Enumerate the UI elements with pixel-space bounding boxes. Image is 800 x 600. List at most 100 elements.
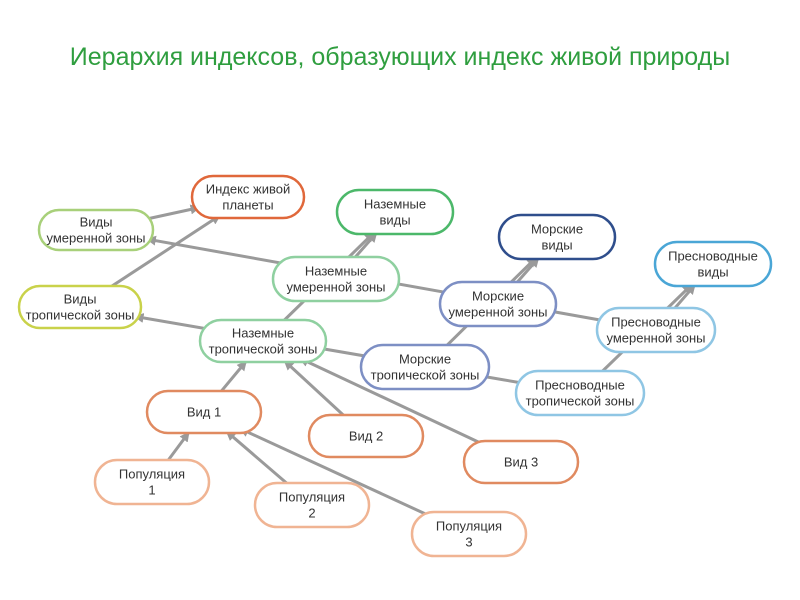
node-label-line: 3 [465,535,472,550]
node-label-line: Пресноводные [611,315,701,330]
node-label-line: Популяция [436,519,502,534]
arrow-species-3-to-terrestrial-tropical [298,356,487,447]
node-border [93,458,211,506]
node-label-line: Популяция [119,467,185,482]
node-label-line: умеренной зоны [606,331,705,346]
node-label-line: умеренной зоны [286,280,385,295]
node-border [653,240,773,288]
node-border [145,389,263,435]
node-label-line: 2 [308,506,315,521]
node-border [410,510,528,558]
node-label-line: Морские [472,289,524,304]
node-border [198,318,328,364]
arrow-terrestrial-temperate-to-terrestrial-species [353,231,378,259]
node-label-line: Наземные [305,264,367,279]
node-border [514,369,646,417]
node-species-3: Вид 3 [462,439,580,485]
arrow-species-tropical-to-index-living-planet [107,213,222,290]
node-label-line: виды [697,265,728,280]
node-label-line: 1 [148,483,155,498]
node-label-line: тропической зоны [526,394,635,409]
node-label-line: Индекс живой [206,182,291,197]
node-species-1: Вид 1 [145,389,263,435]
arrow-population-2-to-species-1 [225,430,290,487]
node-label-line: Вид 2 [349,429,383,444]
node-label-line: виды [541,238,572,253]
node-label-line: Виды [64,292,97,307]
node-border [37,208,155,252]
node-label-line: Виды [80,215,113,230]
node-label-line: Пресноводные [535,378,625,393]
node-label: Вид 2 [349,429,383,444]
node-label-line: Наземные [364,197,426,212]
node-border [17,284,143,330]
node-border [595,306,717,354]
node-border [190,174,306,220]
node-border [253,481,371,529]
arrow-species-temperate-to-index-living-planet [144,204,201,221]
node-label-line: планеты [222,198,273,213]
node-label: Вид 3 [504,455,538,470]
arrow-species-1-to-terrestrial-tropical [219,360,248,393]
arrow-species-2-to-terrestrial-tropical [283,359,346,418]
node-border [307,413,425,459]
node-label: Вид 1 [187,405,221,420]
node-label-line: умеренной зоны [46,231,145,246]
node-border [462,439,580,485]
node-label-line: умеренной зоны [448,305,547,320]
node-label-line: тропической зоны [209,342,318,357]
arrow-marine-temperate-to-marine-species [515,256,540,285]
node-border [271,255,401,303]
node-species-2: Вид 2 [307,413,425,459]
node-border [359,343,491,391]
node-label-line: Вид 1 [187,405,221,420]
node-border [438,280,558,328]
diagram-title: Иерархия индексов, образующих индекс жив… [69,43,731,71]
arrow-population-1-to-species-1 [166,431,191,462]
node-label-line: виды [379,213,410,228]
node-label-line: Наземные [232,326,294,341]
node-label-line: Пресноводные [668,249,758,264]
node-label-line: Морские [399,352,451,367]
node-border [497,213,617,261]
arrow-population-3-to-species-1 [238,427,434,519]
node-label-line: тропической зоны [26,308,135,323]
node-label-line: Морские [531,222,583,237]
node-label-line: Вид 3 [504,455,538,470]
node-label-line: Популяция [279,490,345,505]
node-border [335,188,455,236]
node-label-line: тропической зоны [371,368,480,383]
